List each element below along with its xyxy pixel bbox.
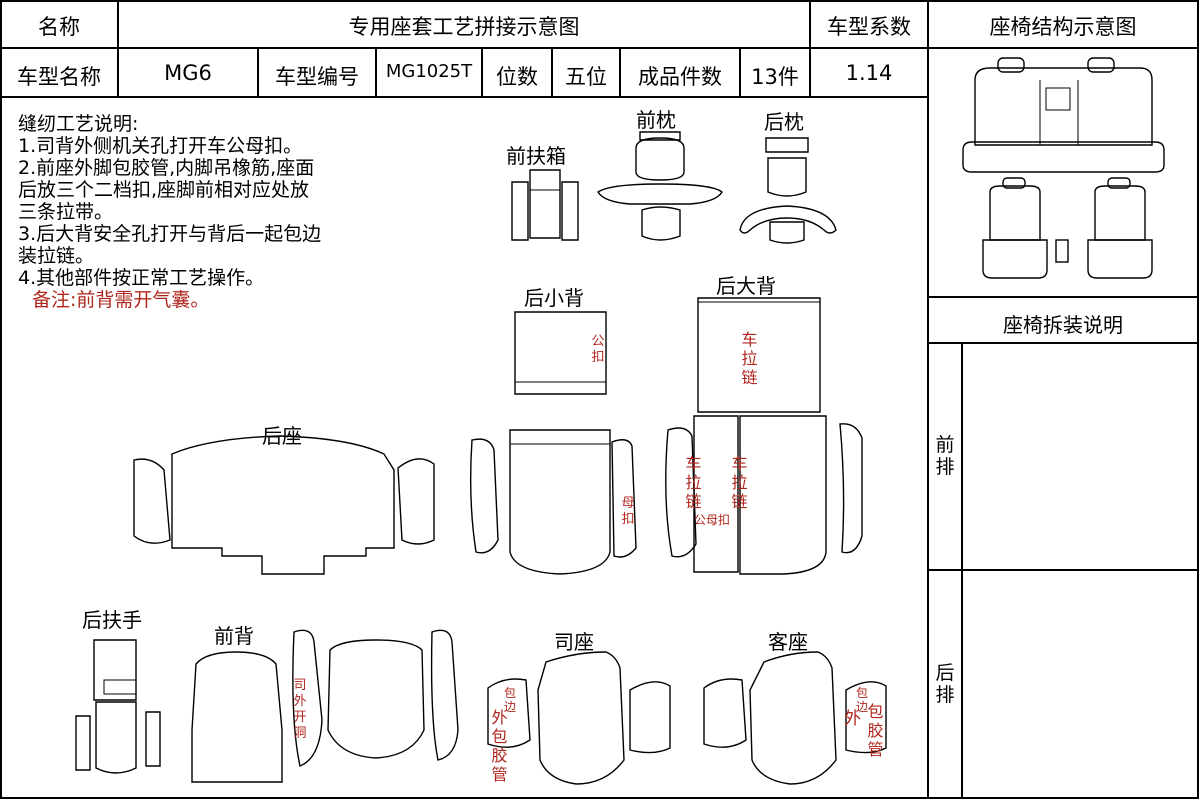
front-back-patterns xyxy=(191,629,459,783)
annotation-zipper-left: 车拉链 xyxy=(685,454,702,511)
coefficient-label: 车型系数 xyxy=(827,15,911,39)
label-front-back: 前背 xyxy=(214,624,254,648)
coefficient-value: 1.14 xyxy=(845,61,893,85)
disassembly-title: 座椅拆装说明 xyxy=(1003,313,1123,337)
notes-line: 4.其他部件按正常工艺操作。 xyxy=(18,267,265,289)
front-row-label: 前排 xyxy=(935,434,955,478)
rear-small-back-patterns xyxy=(469,311,637,575)
annotation-outer-tube-driver: 外包胶管 xyxy=(491,708,508,784)
annotation-male-female: 公母扣 xyxy=(694,513,731,527)
annotation-zipper-right: 车拉链 xyxy=(731,454,748,511)
label-front-pillow: 前枕 xyxy=(636,108,676,132)
annotation-driver-outer-hole: 司外开洞 xyxy=(293,678,307,741)
model-code-value: MG1025T xyxy=(385,61,473,82)
label-rear-seat: 后座 xyxy=(262,424,302,448)
rear-seat-patterns xyxy=(133,435,435,575)
front-pillow-patterns xyxy=(597,131,723,241)
label-front-armbox: 前扶箱 xyxy=(506,144,566,168)
annotation-zipper-top: 车拉链 xyxy=(741,330,758,387)
notes-line: 3.后大背安全孔打开与背后一起包边 xyxy=(18,223,322,245)
model-name-label: 车型名称 xyxy=(17,65,101,89)
name-label: 名称 xyxy=(38,15,80,39)
label-rear-pillow: 后枕 xyxy=(764,110,804,134)
pieces-label: 成品件数 xyxy=(638,65,722,89)
notes-line: 装拉链。 xyxy=(18,245,95,267)
label-rear-big-back: 后大背 xyxy=(716,274,776,298)
notes-remark: 备注:前背需开气囊。 xyxy=(32,289,210,311)
model-name-value: MG6 xyxy=(164,61,212,85)
driver-seat-patterns xyxy=(487,651,671,785)
seats-value: 五位 xyxy=(565,65,607,89)
seat-structure-illustration xyxy=(962,57,1165,279)
annotation-male-buckle: 公扣 xyxy=(591,334,605,365)
rear-armrest-patterns xyxy=(75,639,161,774)
annotation-edge-passenger: 包边 xyxy=(856,686,869,714)
label-rear-armrest: 后扶手 xyxy=(82,608,142,632)
notes-line: 2.前座外脚包胶管,内脚吊橡筋,座面 xyxy=(18,157,315,179)
sewing-notes: 缝纫工艺说明: 1.司背外侧机关孔打开车公母扣。 2.前座外脚包胶管,内脚吊橡筋… xyxy=(18,113,458,311)
seats-label: 位数 xyxy=(496,65,538,89)
notes-heading: 缝纫工艺说明: xyxy=(18,113,139,135)
annotation-female-buckle: 母扣 xyxy=(621,496,635,527)
label-passenger-seat: 客座 xyxy=(768,630,808,654)
notes-line: 三条拉带。 xyxy=(18,201,114,223)
rear-row-label: 后排 xyxy=(935,662,955,706)
annotation-edge-driver: 包边 xyxy=(504,686,517,714)
front-armbox-patterns xyxy=(511,169,579,241)
rear-big-back-patterns xyxy=(665,297,863,575)
model-code-label: 车型编号 xyxy=(275,65,359,89)
label-driver-seat: 司座 xyxy=(554,630,594,654)
rear-pillow-patterns xyxy=(739,137,837,244)
notes-line: 1.司背外侧机关孔打开车公母扣。 xyxy=(18,135,303,157)
structure-title: 座椅结构示意图 xyxy=(989,15,1137,39)
notes-line: 后放三个二档扣,座脚前相对应处放 xyxy=(18,179,310,201)
sheet-title: 专用座套工艺拼接示意图 xyxy=(348,15,580,39)
annotation-tube-passenger: 包胶管 xyxy=(867,702,884,759)
label-rear-small-back: 后小背 xyxy=(524,286,584,310)
pieces-value: 13件 xyxy=(751,65,799,89)
passenger-seat-patterns xyxy=(703,651,887,785)
annotation-outer-passenger: 外 xyxy=(844,709,861,729)
